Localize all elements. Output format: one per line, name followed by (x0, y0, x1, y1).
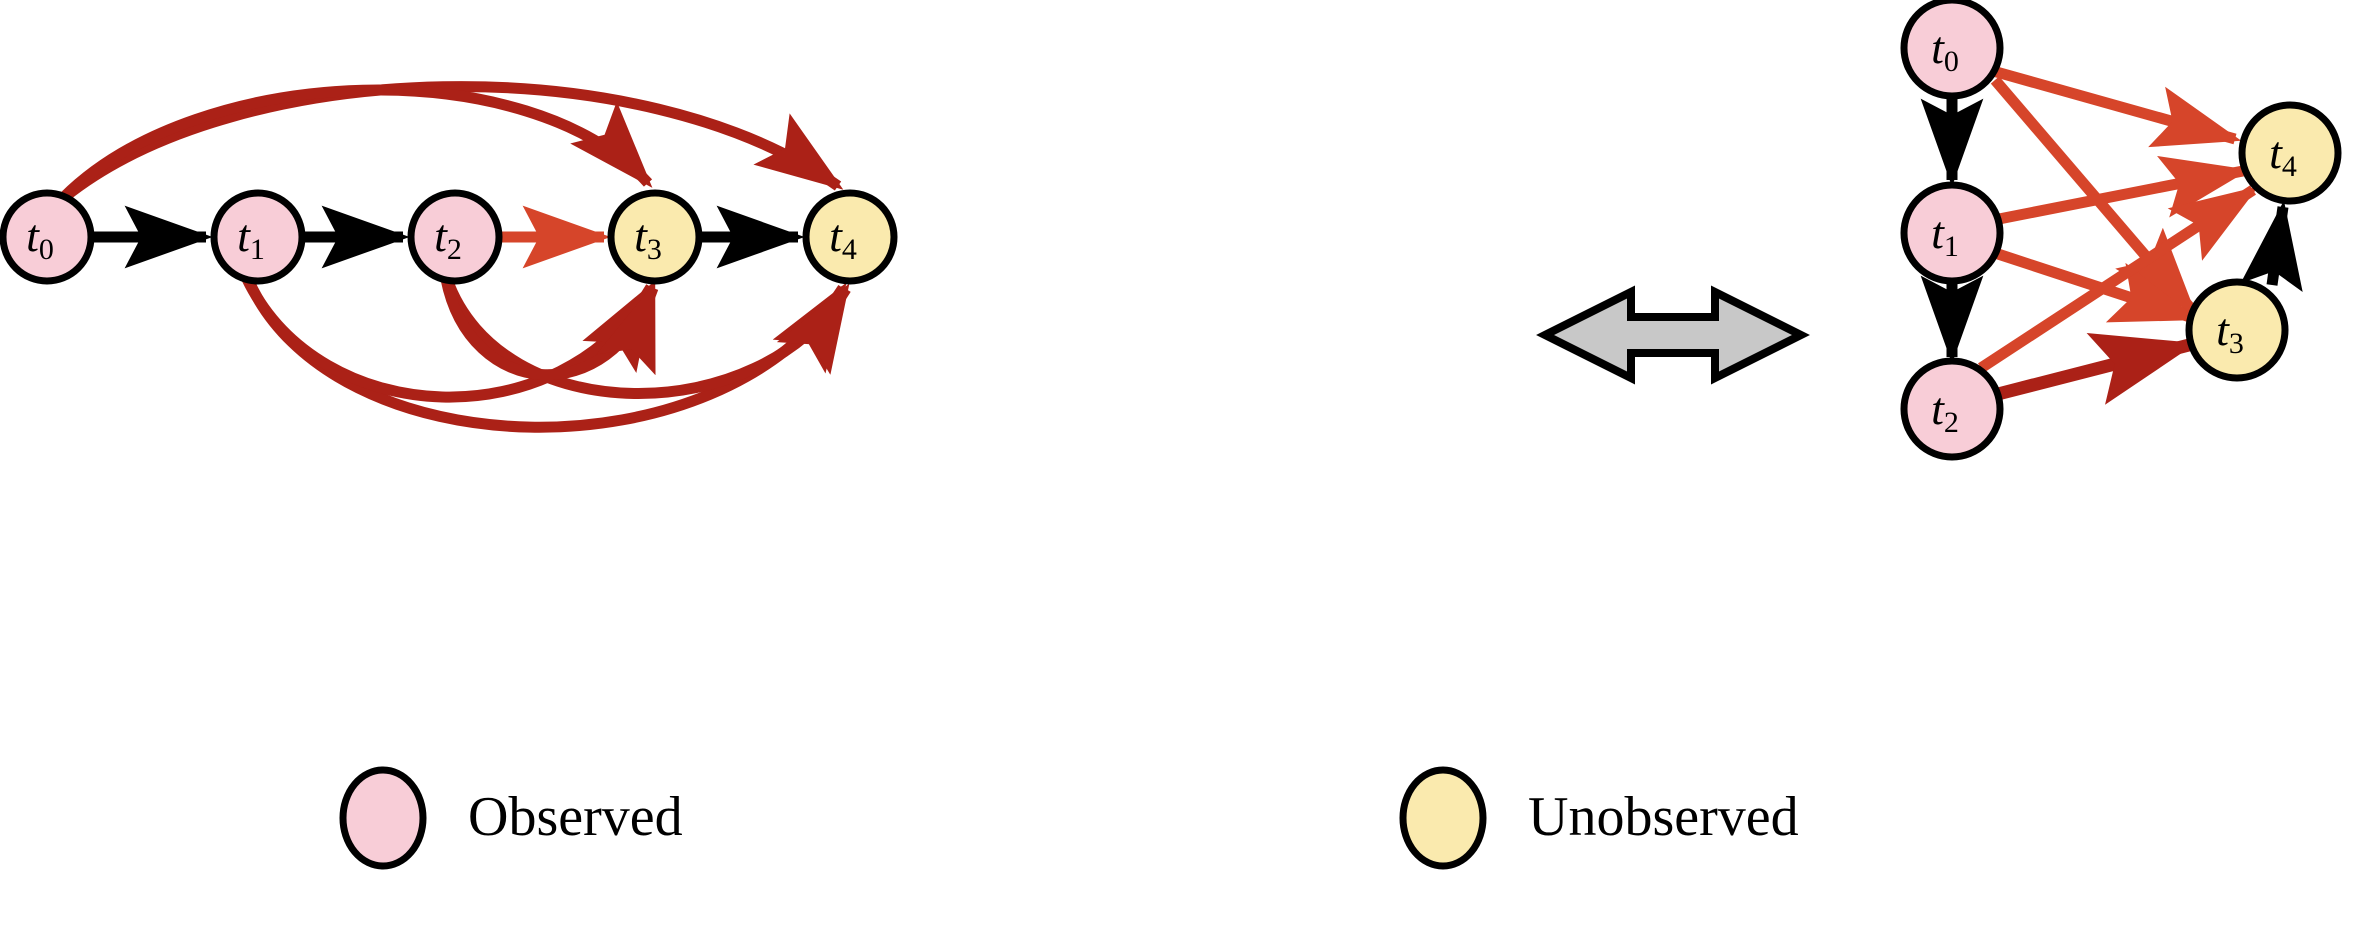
node-t2-sub: 2 (447, 233, 462, 266)
node-t3-sub: 3 (2229, 327, 2244, 360)
svg-text:t1: t1 (1931, 207, 1959, 263)
legend-label-observed: Observed (468, 786, 683, 848)
node-t3-sub: 3 (647, 233, 662, 266)
svg-text:t3: t3 (2216, 304, 2244, 360)
node-t2-base: t (1931, 383, 1945, 434)
node-t1[interactable]: t1 (210, 189, 306, 285)
node-t0-sub: 0 (1944, 45, 1959, 78)
node-t1-base: t (237, 210, 251, 261)
edge-t1-to-t3 (1996, 248, 2200, 324)
edge-t1-to-t4-arc (242, 276, 848, 433)
node-t0[interactable]: t0 (0, 189, 95, 285)
edge-t2-to-t4-arc (441, 277, 851, 399)
svg-text:t1: t1 (237, 210, 265, 266)
right-graph: t0 t1 t2 (1900, 0, 2342, 461)
node-t2[interactable]: t2 (1900, 357, 2004, 461)
node-t2-sub: 2 (1944, 406, 1959, 439)
edge-t0-to-t4-arc (62, 81, 844, 201)
node-t4-sub: 4 (2282, 150, 2297, 183)
node-t2[interactable]: t2 (407, 189, 503, 285)
node-t0[interactable]: t0 (1900, 0, 2004, 100)
svg-text:t0: t0 (26, 210, 54, 266)
node-t3[interactable]: t3 (607, 189, 703, 285)
node-t0-base: t (26, 210, 40, 261)
node-t1[interactable]: t1 (1900, 181, 2004, 285)
left-graph: t0 t1 t2 (0, 81, 898, 433)
edge-t2-to-t3 (1996, 333, 2197, 405)
right-graph-black-edges (1920, 97, 2303, 364)
left-graph-arcs-below (242, 276, 851, 433)
legend-label-unobserved: Unobserved (1528, 786, 1799, 848)
node-t2-base: t (434, 210, 448, 261)
node-t1-sub: 1 (250, 233, 265, 266)
node-t3[interactable]: t3 (2185, 278, 2289, 382)
node-t4[interactable]: t4 (802, 189, 898, 285)
node-t3-base: t (634, 210, 648, 261)
node-t4-base: t (2269, 127, 2283, 178)
edge-t1-to-t4 (1997, 155, 2250, 225)
svg-text:t4: t4 (2269, 127, 2297, 183)
legend-item-observed: Observed (339, 766, 683, 870)
legend-swatch-observed (339, 766, 427, 870)
node-t3-base: t (2216, 304, 2230, 355)
node-t4[interactable]: t4 (2238, 101, 2342, 205)
node-t1-sub: 1 (1944, 230, 1959, 263)
node-t4-sub: 4 (842, 233, 857, 266)
legend-swatch-unobserved (1399, 766, 1487, 870)
svg-text:t0: t0 (1931, 22, 1959, 78)
node-t1-base: t (1931, 207, 1945, 258)
left-graph-nodes: t0 t1 t2 (0, 189, 898, 285)
node-t4-base: t (829, 210, 843, 261)
equivalence-double-arrow-icon (1536, 285, 1810, 385)
svg-text:t3: t3 (634, 210, 662, 266)
legend: Observed Unobserved (339, 766, 1799, 870)
edge-t2-to-t3-arc (440, 277, 659, 381)
node-t0-base: t (1931, 22, 1945, 73)
right-graph-nodes: t0 t1 t2 (1900, 0, 2342, 461)
left-graph-arcs-above (60, 81, 844, 201)
edge-t0-to-t4 (1991, 65, 2242, 148)
svg-text:t2: t2 (434, 210, 462, 266)
edge-t0-to-t3-arc (60, 84, 653, 201)
node-t0-sub: 0 (39, 233, 54, 266)
svg-text:t2: t2 (1931, 383, 1959, 439)
svg-text:t4: t4 (829, 210, 857, 266)
edge-t3-to-t4 (2240, 200, 2303, 292)
legend-item-unobserved: Unobserved (1399, 766, 1799, 870)
right-graph-red-edges (1977, 65, 2259, 405)
edge-t2-to-t4 (1977, 185, 2259, 373)
